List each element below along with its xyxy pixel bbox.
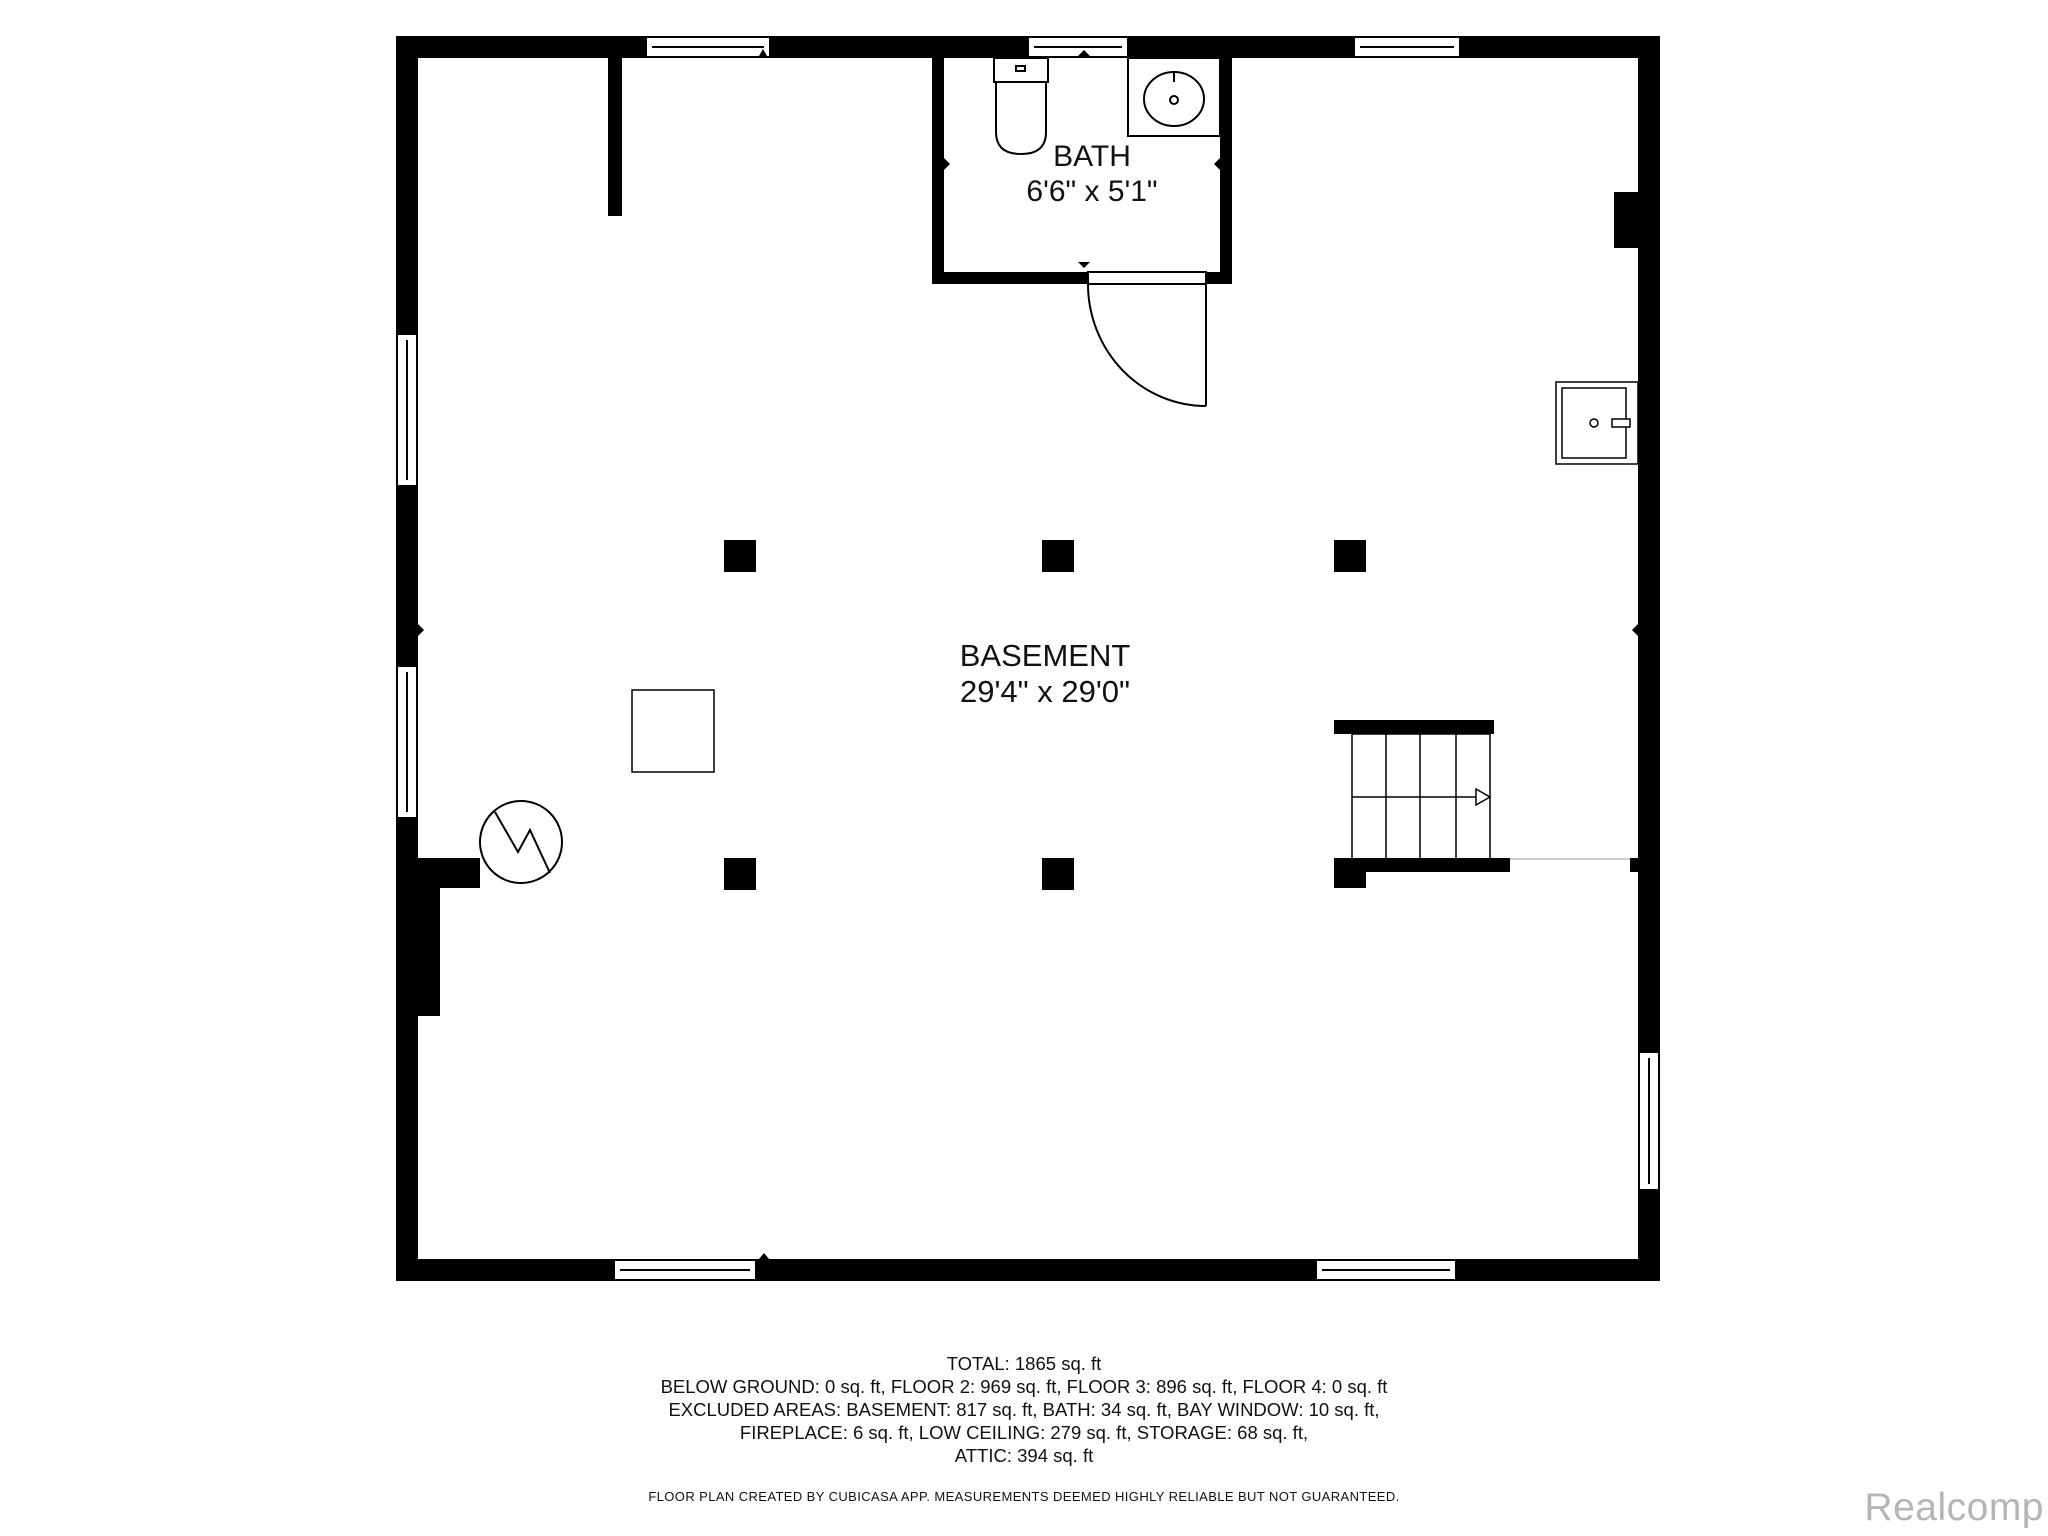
- marker-arrow-icon: [1632, 624, 1638, 636]
- watermark-logo: Realcomp: [1864, 1486, 2044, 1529]
- summary-line: BELOW GROUND: 0 sq. ft, FLOOR 2: 969 sq.…: [660, 1376, 1388, 1397]
- bath-door: [1087, 271, 1207, 407]
- stair-wall-bottom: [1334, 858, 1510, 872]
- window-bottom-1: [613, 1259, 757, 1281]
- disclaimer: FLOOR PLAN CREATED BY CUBICASA APP. MEAS…: [648, 1489, 1400, 1504]
- toilet-bowl: [995, 81, 1047, 156]
- window-top-3: [1353, 36, 1461, 58]
- bath-dimensions: 6'6" x 5'1": [1026, 174, 1158, 208]
- marker-arrow-icon: [944, 158, 950, 170]
- summary-line: ATTIC: 394 sq. ft: [954, 1445, 1094, 1466]
- partition-wall-top-left: [608, 56, 622, 216]
- bath-wall-bottom-left: [932, 272, 1088, 284]
- right-wall-jog: [1614, 192, 1640, 248]
- wall-right: [1638, 36, 1660, 1281]
- summary-line: FIREPLACE: 6 sq. ft, LOW CEILING: 279 sq…: [739, 1422, 1309, 1443]
- bath-name: BATH: [1053, 140, 1131, 173]
- stair-wall-bottom-post: [1334, 858, 1366, 888]
- right-wall-stub: [1630, 858, 1640, 872]
- water-heater-icon: [479, 800, 563, 884]
- toilet-button: [1015, 65, 1026, 72]
- windows: [396, 36, 1660, 1281]
- window-left-2: [396, 665, 418, 819]
- bath-wall-right: [1220, 56, 1232, 284]
- utility-sink: [1555, 381, 1639, 465]
- utility-sink-drain: [1589, 418, 1599, 428]
- marker-arrow-icon: [1214, 158, 1220, 170]
- left-wall-block-vertical: [416, 858, 440, 1016]
- wall-left: [396, 36, 418, 1281]
- window-bottom-2: [1315, 1259, 1457, 1281]
- measurement-markers: [418, 49, 1638, 1259]
- marker-arrow-icon: [759, 49, 767, 56]
- bath-sink: [1127, 57, 1221, 137]
- toilet: [993, 57, 1049, 156]
- marker-arrow-icon: [759, 1253, 769, 1259]
- stair-wall-top: [1334, 720, 1494, 734]
- door-swing-arc: [1087, 283, 1207, 407]
- area-summary: TOTAL: 1865 sq. ft BELOW GROUND: 0 sq. f…: [0, 1352, 2048, 1467]
- sink-drain: [1169, 95, 1179, 105]
- column: [724, 540, 756, 572]
- stairs: [1351, 733, 1492, 858]
- basement-name: BASEMENT: [959, 638, 1131, 673]
- basement-label: BASEMENT 29'4" x 29'0": [900, 638, 1190, 709]
- wall-bottom: [396, 1259, 1660, 1281]
- summary-line: EXCLUDED AREAS: BASEMENT: 817 sq. ft, BA…: [668, 1399, 1380, 1420]
- utility-sink-faucet: [1611, 418, 1631, 428]
- bath-wall-bottom-right: [1206, 272, 1232, 284]
- column: [1334, 540, 1366, 572]
- bath-wall-left: [932, 56, 944, 284]
- marker-arrow-icon: [418, 624, 424, 636]
- window-right-1: [1638, 1051, 1660, 1191]
- summary-line: TOTAL: 1865 sq. ft: [946, 1353, 1102, 1374]
- door-threshold: [1087, 271, 1207, 285]
- bath-label: BATH 6'6" x 5'1": [987, 140, 1197, 209]
- window-top-2: [1027, 36, 1129, 58]
- utility-appliance: [631, 689, 715, 773]
- basement-dimensions: 29'4" x 29'0": [959, 673, 1130, 709]
- interior-walls: [416, 56, 1640, 1016]
- window-top-1: [645, 36, 771, 58]
- marker-arrow-icon: [1078, 262, 1090, 268]
- support-columns: [724, 540, 1366, 890]
- column: [724, 858, 756, 890]
- column: [1042, 540, 1074, 572]
- column: [1042, 858, 1074, 890]
- window-left-1: [396, 333, 418, 487]
- stair-direction-arrow-icon: [1475, 787, 1492, 807]
- marker-arrow-icon: [1078, 50, 1090, 56]
